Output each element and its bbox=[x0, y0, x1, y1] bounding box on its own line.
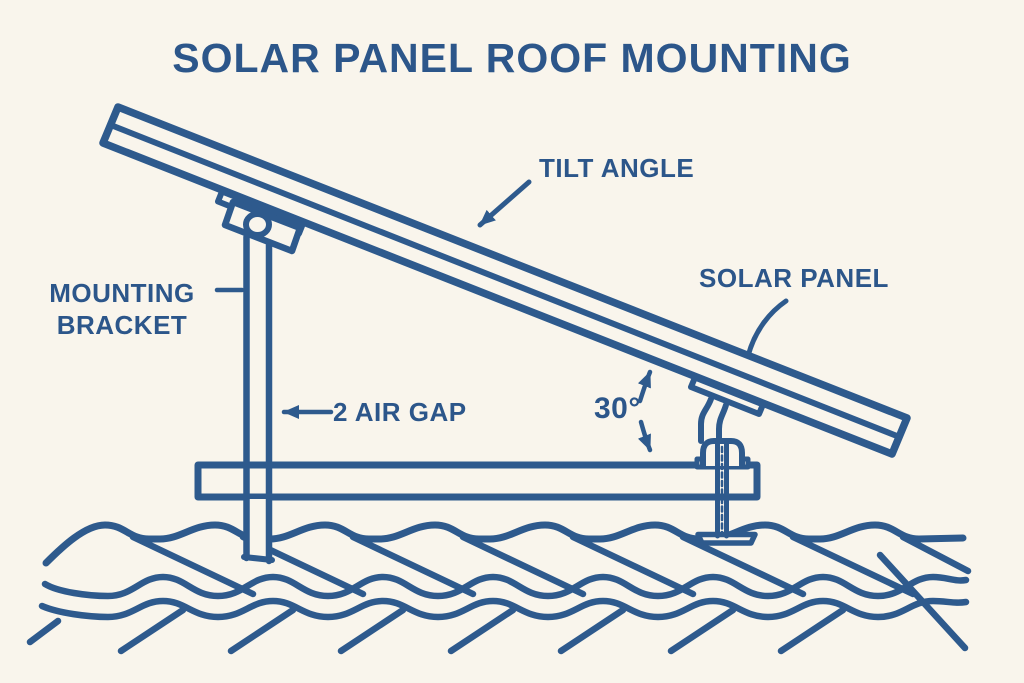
roof-attachment bbox=[694, 396, 758, 546]
tile-edge-diagonals-lower bbox=[26, 606, 847, 655]
threaded-rod bbox=[715, 441, 729, 539]
solar-panel-leader-line bbox=[745, 298, 789, 359]
mounting-bracket-post bbox=[241, 233, 275, 565]
support-arm-right bbox=[716, 402, 729, 444]
diagram-title: SOLAR PANEL ROOF MOUNTING bbox=[172, 35, 852, 81]
tile-wave-line-1 bbox=[41, 573, 970, 600]
hinge-clamp-block bbox=[221, 198, 304, 255]
tile-crest-row bbox=[42, 521, 967, 567]
hinge-bolt-circle bbox=[243, 211, 272, 238]
tilt-hinge bbox=[215, 188, 306, 255]
air-gap-label: 2 AIR GAP bbox=[333, 397, 467, 427]
mounting-bracket-label: MOUNTING BRACKET bbox=[28, 277, 216, 341]
post-bottom-cap bbox=[241, 554, 275, 563]
base-rail bbox=[194, 461, 761, 501]
angle-value-label: 30° bbox=[594, 392, 641, 425]
annotations bbox=[214, 179, 789, 453]
bolt-foot-plate bbox=[695, 531, 758, 546]
angle-arrow-down bbox=[637, 419, 653, 453]
angle-arrow-up bbox=[637, 369, 653, 404]
support-arm-left bbox=[698, 396, 714, 444]
solar-panel-label: SOLAR PANEL bbox=[699, 263, 889, 293]
tile-wave-line-2 bbox=[38, 597, 970, 621]
roof-tiles bbox=[26, 521, 972, 655]
tilt-angle-arrow bbox=[477, 179, 532, 228]
panel-inner-line bbox=[110, 122, 901, 440]
solar-panel bbox=[99, 103, 911, 458]
l-foot-clamp bbox=[700, 438, 745, 469]
panel-rail-strip-right bbox=[688, 374, 766, 417]
mounting-bracket-label-line1: MOUNTING bbox=[49, 278, 195, 308]
tilt-angle-label: TILT ANGLE bbox=[539, 153, 695, 183]
mounting-bracket-label-line2: BRACKET bbox=[56, 310, 188, 341]
